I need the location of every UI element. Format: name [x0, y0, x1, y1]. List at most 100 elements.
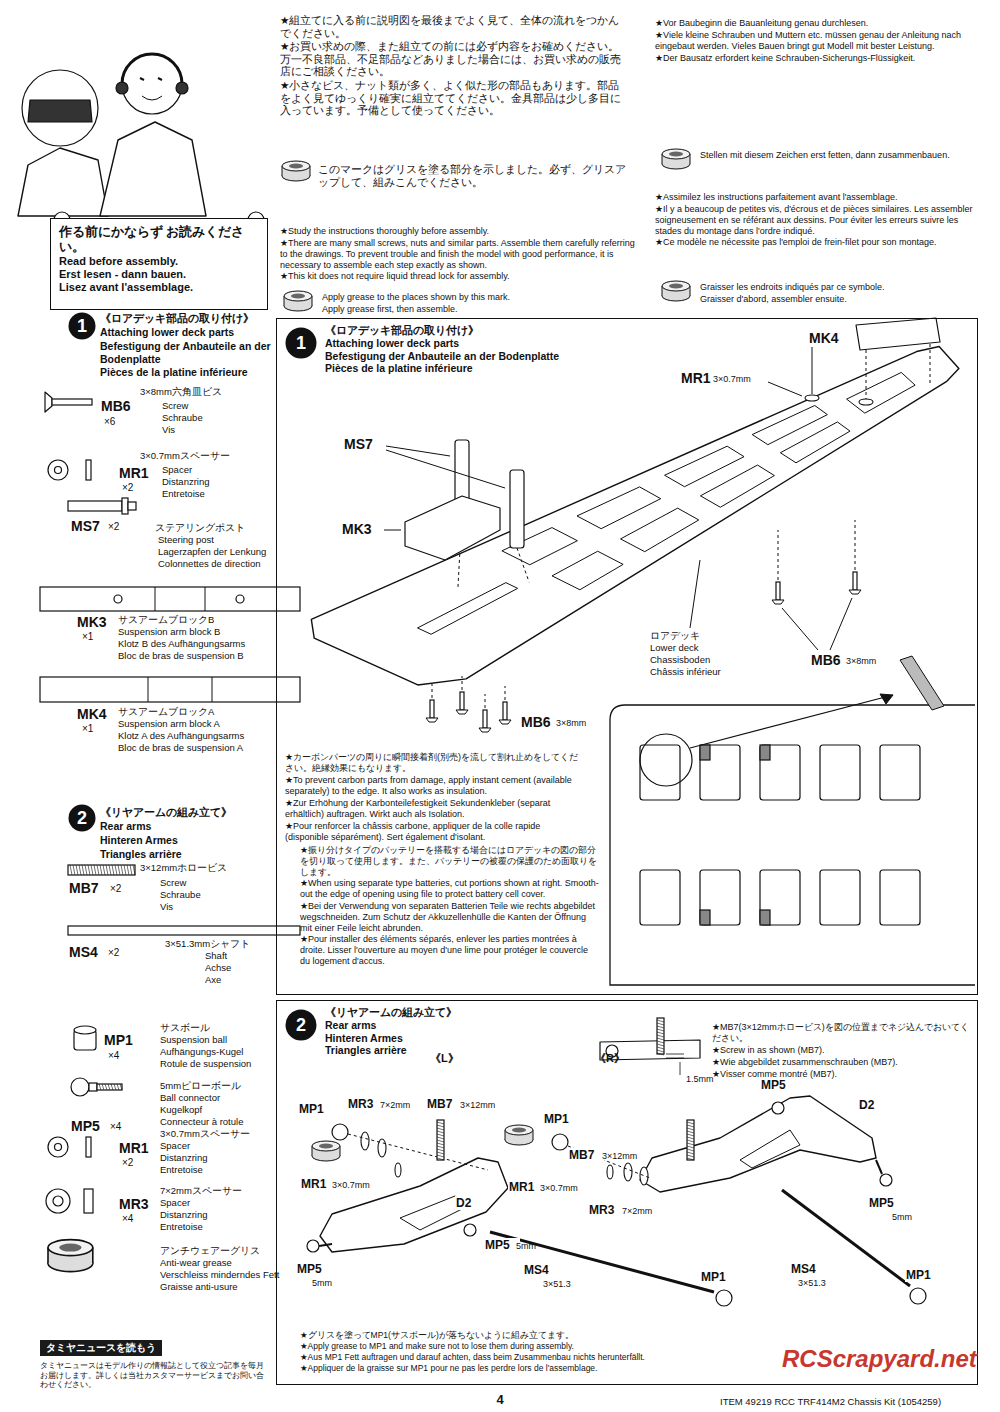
note-text: ★組立てに入る前に説明図を最後までよく見て、全体の流れをつかんでください。 — [280, 14, 625, 39]
thread-line — [97, 865, 99, 875]
thread-line — [118, 865, 120, 875]
step-heading: Rear arms — [100, 820, 275, 833]
note-text: 3×8mm六角皿ビス — [140, 386, 280, 397]
note-text: ★Il y a beaucoup de petites vis, d'écrou… — [655, 204, 985, 236]
text-block: 2 — [285, 1009, 317, 1041]
note-text: 3×0.7mmスペーサー — [140, 450, 280, 461]
note-text: Steering post — [158, 534, 283, 545]
zoom-circle — [640, 734, 692, 786]
note-text: ★Zur Erhöhung der Karbonteilefestigkeit … — [285, 798, 585, 820]
grease-dab — [289, 164, 303, 169]
subheading-text: Hinteren Armes — [325, 1032, 665, 1045]
note-text: ITEM 49219 RCC TRF414M2 Chassis Kit (105… — [720, 1396, 985, 1407]
earphone — [116, 82, 128, 94]
thread-line — [99, 1084, 101, 1090]
rear-arm — [640, 1096, 876, 1192]
step-circle-fill — [286, 1010, 317, 1041]
thread-line — [79, 865, 81, 875]
dimension-line — [666, 1058, 684, 1059]
note-text: ★Wie abgebildet zusammenschrauben (MB7). — [712, 1057, 974, 1068]
note-text: ×4 — [122, 1213, 152, 1225]
thread-line — [106, 865, 108, 875]
note-text: Suspension arm block A — [118, 718, 283, 729]
note-text: 5mmピローボール — [160, 1080, 280, 1091]
mouth — [142, 96, 162, 100]
grease-dab — [512, 1128, 526, 1133]
note-text: Kugelkopf — [160, 1104, 280, 1115]
grease-mark — [48, 1240, 93, 1272]
note-text: 3×12mmホロービス — [140, 862, 280, 873]
thread-line — [103, 865, 105, 875]
note-text: Lagerzapfen der Lenkung — [158, 546, 283, 557]
note-text: 3×8mm — [846, 656, 896, 667]
thread-line — [657, 1047, 664, 1049]
grease-lid — [282, 161, 310, 171]
note-text: Schraube — [160, 889, 270, 900]
post-body — [68, 501, 122, 511]
part-code: MB6 — [100, 398, 140, 415]
note-text: Achse — [205, 962, 285, 973]
thread-line — [687, 1125, 694, 1127]
thread-line — [687, 1134, 694, 1136]
ball-connector — [880, 1174, 892, 1186]
step-circle-fill — [69, 313, 96, 340]
grease-lid — [312, 1141, 340, 1151]
dimension-line — [666, 1054, 684, 1055]
thread-line — [437, 1134, 444, 1136]
note-text: Spacer — [160, 1197, 285, 1208]
note-text: ★Bei der Verwendung von separaten Batter… — [300, 901, 600, 933]
arm-block — [856, 318, 940, 350]
grease-mark — [284, 291, 312, 311]
note-text: Distanzring — [162, 476, 272, 487]
thread-line — [657, 1032, 664, 1034]
thread-line — [100, 865, 102, 875]
note-text: ×2 — [122, 482, 152, 494]
spacer-face — [48, 1137, 68, 1157]
note-text: ★To prevent carbon parts from damage, ap… — [285, 775, 585, 797]
note-text: Bloc de bras de suspension A — [118, 742, 283, 753]
block-hole — [114, 595, 122, 603]
deck-slot — [700, 465, 774, 507]
part-code: MP1 — [905, 1268, 941, 1282]
grease-lid — [662, 149, 690, 159]
deck-slot — [760, 870, 800, 925]
note-text: ×4 — [110, 1121, 140, 1133]
note-text: Spacer — [160, 1140, 285, 1151]
note-text: ステアリングポスト — [155, 522, 285, 533]
note-text: サスボール — [160, 1022, 280, 1033]
note-text: Vis — [162, 424, 272, 435]
thread-line — [657, 1053, 664, 1055]
subheading-text: Attaching lower deck parts — [325, 337, 665, 350]
leader-line — [768, 382, 802, 396]
note-text: 3×12mm — [602, 1151, 652, 1162]
part-code: MB6 — [520, 714, 560, 731]
text-block: 《リヤアームの組み立て》Rear armsHinteren ArmesTrian… — [325, 1006, 665, 1057]
thread-line — [687, 1146, 694, 1148]
note-text: サスアームブロックA — [118, 706, 283, 717]
note-text: Axe — [205, 974, 285, 985]
part-code: MS4 — [790, 1262, 826, 1276]
part-code: D2 — [858, 1098, 884, 1112]
headset — [122, 54, 182, 84]
note-text: Ball connector — [160, 1092, 280, 1103]
deck-slot — [880, 870, 920, 925]
note-text: ★Vor Baubeginn die Bauanleitung genau du… — [655, 18, 985, 29]
suspension-ball-top — [74, 1026, 96, 1034]
deck-slot — [640, 870, 680, 925]
part-code: MP5 — [760, 1078, 796, 1092]
note-text: ×4 — [108, 1050, 138, 1062]
thread-line — [94, 865, 96, 875]
note-text: ★There are many small screws, nuts and s… — [280, 238, 635, 270]
page-number: 4 — [485, 1392, 515, 1408]
ball-connector-hex — [89, 1083, 97, 1091]
step-number: 2 — [285, 1009, 317, 1041]
text-block: 1 — [285, 327, 317, 359]
spacer — [859, 399, 873, 405]
eye — [158, 78, 162, 80]
stud — [876, 1160, 882, 1174]
guide-line — [505, 686, 506, 700]
screw-thread — [437, 1120, 444, 1160]
spacer — [805, 395, 819, 401]
thread-line — [687, 1143, 694, 1145]
